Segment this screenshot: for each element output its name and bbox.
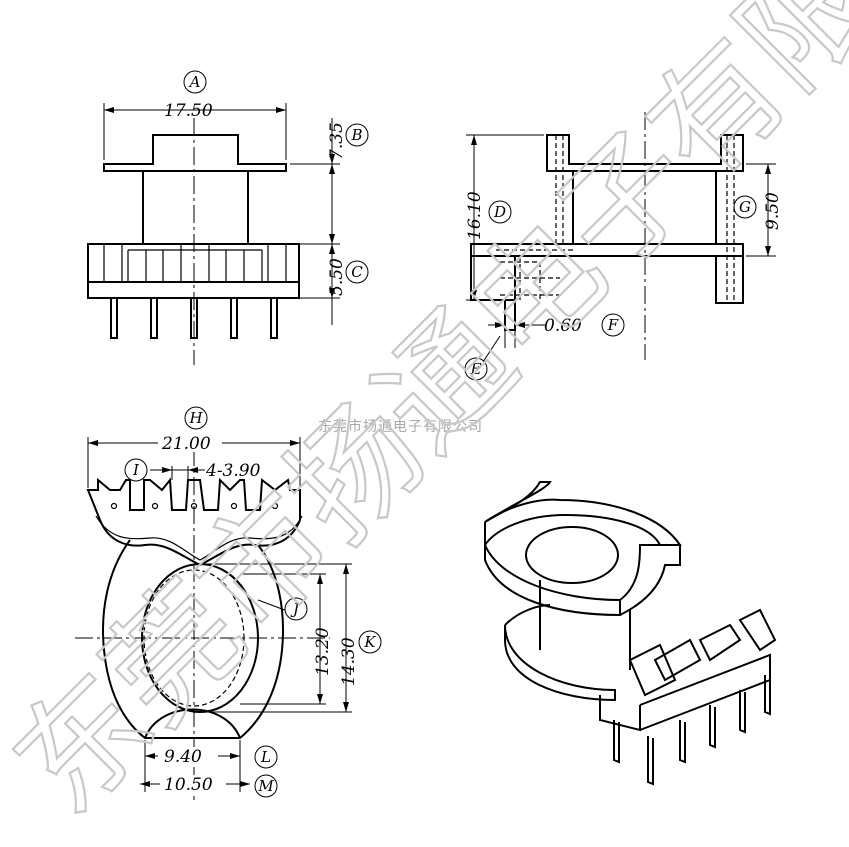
dim-l: 9.40: [158, 747, 218, 767]
dim-j-value: 13.20: [313, 627, 333, 676]
dim-f-value: 0.60: [544, 316, 582, 336]
svg-text:D: D: [493, 203, 506, 221]
svg-text:F: F: [607, 316, 619, 334]
svg-text:L: L: [260, 748, 271, 766]
bubble-b: B: [345, 123, 369, 147]
bubble-f: F: [601, 313, 625, 337]
dim-c-value: 5.50: [327, 258, 347, 296]
dim-a: 17.50: [164, 101, 213, 121]
bubble-k: K: [358, 630, 382, 654]
dim-b-value: 7.35: [327, 122, 347, 160]
svg-text:J: J: [290, 600, 300, 618]
svg-text:M: M: [257, 777, 274, 795]
dim-f: 0.60: [544, 316, 582, 336]
dim-a-value: 17.50: [164, 101, 213, 121]
dim-d: 16.10: [465, 191, 485, 240]
bubble-e: E: [464, 357, 488, 381]
bubble-d: D: [488, 200, 512, 224]
side-view: [466, 112, 776, 363]
bubble-m: M: [254, 774, 278, 798]
svg-text:C: C: [351, 263, 363, 281]
bubble-c: C: [345, 260, 369, 284]
dim-h-value: 21.00: [161, 434, 211, 454]
bubble-j: J: [284, 597, 308, 621]
svg-text:G: G: [739, 198, 751, 216]
watermark-small-text: 东莞市扬通电子有限公司: [318, 418, 483, 435]
dim-b: 7.35: [327, 122, 347, 160]
dim-h: 21.00: [158, 434, 222, 454]
dimension-labels: 17.50 7.35 5.50 16.10 0.60 9.50 21.00 4-…: [158, 101, 783, 795]
dim-g-value: 9.50: [763, 192, 783, 230]
dim-i: 4-3.90: [205, 461, 261, 481]
dim-d-value: 16.10: [465, 191, 485, 240]
dim-g: 9.50: [763, 192, 783, 230]
bubble-a: A: [183, 70, 207, 94]
svg-text:K: K: [363, 633, 376, 651]
svg-text:E: E: [470, 360, 482, 378]
dim-m: 10.50: [160, 775, 226, 795]
svg-text:I: I: [132, 461, 140, 479]
svg-text:B: B: [350, 126, 362, 144]
bubble-h: H: [184, 406, 208, 430]
dim-j: 13.20: [313, 627, 333, 676]
dim-i-value: 4-3.90: [205, 461, 261, 481]
dim-m-value: 10.50: [164, 775, 213, 795]
bubble-i: I: [124, 458, 148, 482]
front-view: [87, 103, 340, 365]
dim-c: 5.50: [327, 258, 347, 296]
dim-l-value: 9.40: [164, 747, 202, 767]
svg-text:A: A: [188, 73, 201, 91]
bubble-l: L: [254, 745, 278, 769]
reference-bubbles: A B C D E F G H I J K L M: [124, 70, 757, 798]
isometric-view: [484, 481, 777, 786]
svg-text:H: H: [188, 409, 203, 427]
bubble-g: G: [733, 195, 757, 219]
dim-k-value: 14.30: [339, 637, 359, 686]
dim-k: 14.30: [339, 637, 359, 686]
